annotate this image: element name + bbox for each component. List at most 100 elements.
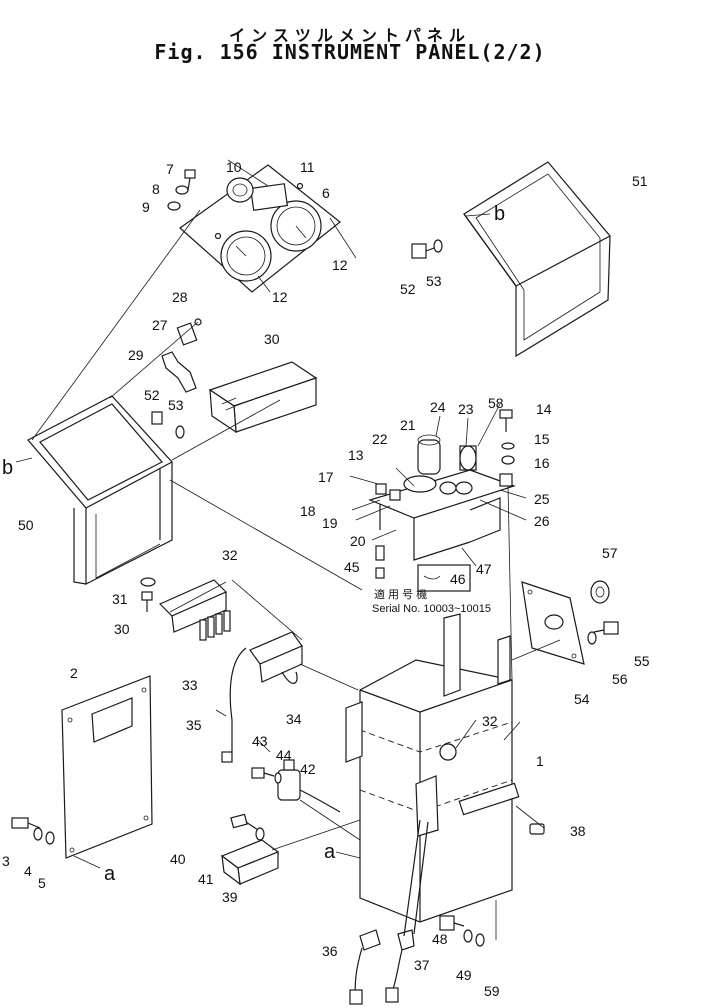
switch-panel-47 bbox=[368, 434, 516, 579]
screw-7 bbox=[184, 169, 196, 191]
callout-27: 27 bbox=[152, 317, 168, 333]
callout-34: 34 bbox=[286, 711, 302, 727]
view-letter-a-body: a bbox=[324, 841, 336, 863]
plate-54 bbox=[521, 581, 585, 665]
clamp-32 bbox=[158, 579, 228, 633]
callout-58: 58 bbox=[488, 395, 504, 411]
callout-52-hood: 52 bbox=[400, 281, 416, 297]
bolt-30 bbox=[141, 591, 153, 612]
fitting-29 bbox=[161, 351, 197, 393]
callout-21: 21 bbox=[400, 417, 416, 433]
washer-44 bbox=[274, 772, 282, 784]
relay-39 bbox=[220, 839, 280, 886]
switch-37 bbox=[385, 929, 415, 1003]
callout-46: 46 bbox=[450, 571, 466, 587]
detail-box-46 bbox=[417, 564, 471, 592]
callout-36: 36 bbox=[322, 943, 338, 959]
bolt-3 bbox=[11, 817, 41, 829]
bolt-52-hood bbox=[411, 243, 435, 259]
title-japanese: インスツルメントパネル bbox=[229, 28, 471, 45]
washer-31 bbox=[140, 577, 156, 587]
callout-28: 28 bbox=[172, 289, 188, 305]
callout-39: 39 bbox=[222, 889, 238, 905]
callout-8: 8 bbox=[152, 181, 160, 197]
callout-45: 45 bbox=[344, 559, 360, 575]
callout-52-frame: 52 bbox=[144, 387, 160, 403]
terminal-block-34 bbox=[249, 631, 303, 684]
callout-7: 7 bbox=[166, 161, 174, 177]
bolt-43 bbox=[251, 767, 275, 779]
callout-19: 19 bbox=[322, 515, 338, 531]
view-letter-b-hood: b bbox=[494, 203, 505, 225]
callout-43: 43 bbox=[252, 733, 268, 749]
callout-30-top: 30 bbox=[264, 331, 280, 347]
buzzer-42 bbox=[277, 759, 341, 813]
callout-14: 14 bbox=[536, 401, 552, 417]
callout-20: 20 bbox=[350, 533, 366, 549]
callout-32-top: 32 bbox=[222, 547, 238, 563]
callout-42: 42 bbox=[300, 761, 316, 777]
view-letter-b-left: b bbox=[2, 457, 13, 479]
fuses-33 bbox=[199, 610, 231, 641]
hood-cover-51 bbox=[463, 161, 611, 358]
callout-53-frame: 53 bbox=[168, 397, 184, 413]
callout-56: 56 bbox=[612, 671, 628, 687]
callout-5: 5 bbox=[38, 875, 46, 891]
washer-49 bbox=[463, 929, 473, 943]
callout-9: 9 bbox=[142, 199, 150, 215]
callout-32-body: 32 bbox=[482, 713, 498, 729]
callout-37: 37 bbox=[414, 957, 430, 973]
callout-59: 59 bbox=[484, 983, 500, 999]
callout-15: 15 bbox=[534, 431, 550, 447]
callout-35: 35 bbox=[186, 717, 202, 733]
callout-53-hood: 53 bbox=[426, 273, 442, 289]
callout-24: 24 bbox=[430, 399, 446, 415]
callout-4: 4 bbox=[24, 863, 32, 879]
callout-12b: 12 bbox=[272, 289, 288, 305]
bolt-48 bbox=[439, 915, 465, 931]
callout-54: 54 bbox=[574, 691, 590, 707]
callout-30-bottom: 30 bbox=[114, 621, 130, 637]
washer-15 bbox=[501, 442, 515, 450]
fuse-box-30 bbox=[208, 361, 318, 434]
screw-14 bbox=[499, 409, 513, 432]
bolt-40 bbox=[230, 813, 259, 831]
callout-48: 48 bbox=[432, 931, 448, 947]
callout-57: 57 bbox=[602, 545, 618, 561]
callout-22: 22 bbox=[372, 431, 388, 447]
washer-16 bbox=[501, 455, 515, 465]
grommet-57 bbox=[590, 580, 610, 604]
callout-51: 51 bbox=[632, 173, 648, 189]
callout-49: 49 bbox=[456, 967, 472, 983]
callout-1: 1 bbox=[536, 753, 544, 769]
callout-41: 41 bbox=[198, 871, 214, 887]
gauge-panel-6 bbox=[179, 164, 341, 293]
washer-9 bbox=[167, 201, 181, 211]
washer-59 bbox=[475, 933, 485, 947]
switch-36 bbox=[349, 929, 381, 1005]
bolt-55 bbox=[593, 621, 619, 635]
callout-50: 50 bbox=[18, 517, 34, 533]
washer-5 bbox=[45, 831, 55, 845]
washer-53-hood bbox=[433, 239, 443, 253]
callout-29: 29 bbox=[128, 347, 144, 363]
main-body-1 bbox=[345, 613, 520, 937]
callout-33: 33 bbox=[182, 677, 198, 693]
serial-note: Serial No. 10003~10015 bbox=[372, 603, 491, 615]
cover-plate-2 bbox=[61, 675, 153, 859]
callout-40: 40 bbox=[170, 851, 186, 867]
serial-note-jp: 適 用 号 機 bbox=[374, 587, 427, 601]
washer-53-frame bbox=[175, 425, 185, 439]
washer-41 bbox=[255, 827, 265, 841]
view-letter-a-left: a bbox=[104, 863, 116, 885]
callout-6: 6 bbox=[322, 185, 330, 201]
callout-38: 38 bbox=[570, 823, 586, 839]
callout-13: 13 bbox=[348, 447, 364, 463]
callout-55: 55 bbox=[634, 653, 650, 669]
callout-44: 44 bbox=[276, 747, 292, 763]
callout-31: 31 bbox=[112, 591, 128, 607]
callout-47: 47 bbox=[476, 561, 492, 577]
bolt-52-frame bbox=[151, 411, 163, 425]
callout-17: 17 bbox=[318, 469, 334, 485]
